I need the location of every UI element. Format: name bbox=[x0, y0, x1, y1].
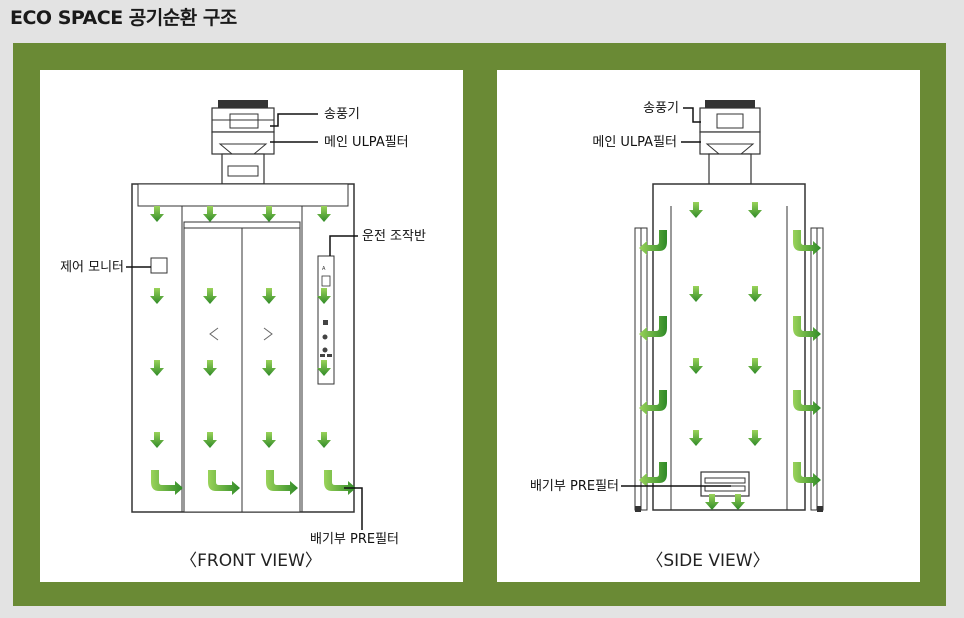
front-view-caption: 〈FRONT VIEW〉 bbox=[180, 551, 322, 571]
front-pre-label: 배기부 PRE필터 bbox=[310, 532, 399, 547]
front-blower-label: 송풍기 bbox=[324, 107, 360, 122]
front-view-diagram: A bbox=[60, 100, 426, 571]
side-booth-body bbox=[634, 183, 824, 512]
page-title: ECO SPACE 공기순환 구조 bbox=[10, 7, 237, 29]
leader-lines bbox=[126, 113, 363, 530]
side-ulpa-label: 메인 ULPA필터 bbox=[592, 135, 677, 150]
side-blower-unit bbox=[699, 100, 761, 185]
front-panel-label: 운전 조작반 bbox=[362, 229, 426, 244]
side-view-caption: 〈SIDE VIEW〉 bbox=[646, 551, 769, 571]
svg-text:A: A bbox=[322, 266, 326, 272]
side-view-diagram: 송풍기 메인 ULPA필터 배기부 PRE필터 〈SIDE VIEW〉 bbox=[530, 100, 824, 571]
side-blower-label: 송풍기 bbox=[643, 101, 679, 116]
front-ulpa-label: 메인 ULPA필터 bbox=[324, 135, 409, 150]
booth-body: A bbox=[131, 183, 355, 513]
front-monitor-label: 제어 모니터 bbox=[60, 260, 124, 275]
side-pre-label: 배기부 PRE필터 bbox=[530, 479, 619, 494]
side-view-panel: 송풍기 메인 ULPA필터 배기부 PRE필터 〈SIDE VIEW〉 bbox=[497, 70, 920, 582]
side-leader-lines bbox=[621, 107, 731, 487]
blower-unit bbox=[211, 100, 275, 185]
front-view-panel: A bbox=[40, 70, 463, 582]
